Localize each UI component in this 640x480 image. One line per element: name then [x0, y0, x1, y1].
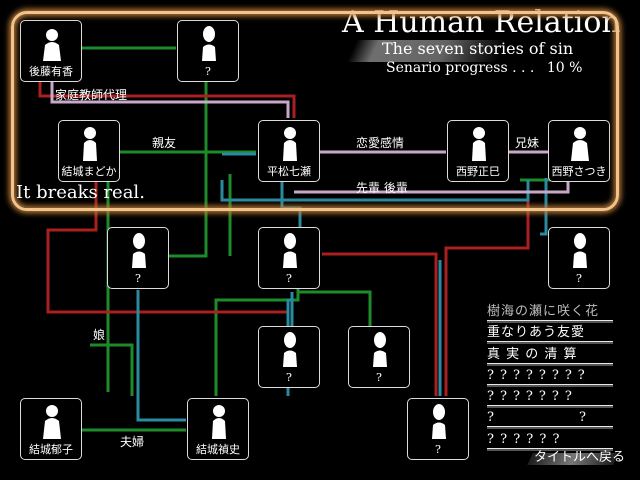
node-label: ?: [376, 371, 382, 384]
node-unknown-b[interactable]: ?: [258, 227, 320, 289]
story-list: 樹海の瀬に咲く花 重なりあう友愛 真 実 の 清 算 ???????? ????…: [487, 304, 613, 453]
story-item-6[interactable]: ? ?: [487, 410, 613, 428]
relation-romance: 恋愛感情: [356, 136, 405, 150]
light-lines: [50, 82, 570, 194]
node-label: ?: [286, 371, 292, 384]
unknown-silhouette-icon: [132, 233, 146, 268]
story-item-2[interactable]: 重なりあう友愛: [487, 325, 613, 343]
story-item-7[interactable]: ? ? ? ? ? ?: [487, 432, 613, 449]
person-silhouette-icon: [83, 127, 97, 161]
node-ikuko[interactable]: 結城郁子: [20, 398, 82, 460]
relation-couple: 夫婦: [120, 435, 145, 449]
node-label: ?: [576, 272, 582, 285]
node-label: 西野さつき: [551, 165, 607, 178]
unknown-silhouette-icon: [202, 26, 216, 61]
node-unknown-a[interactable]: ?: [107, 227, 169, 289]
scenario-progress: Senario progress . . . 10 %: [386, 60, 582, 76]
node-label: 後藤有香: [29, 65, 73, 78]
node-label: 平松七瀬: [267, 165, 311, 178]
node-unknown-e[interactable]: ?: [348, 326, 410, 388]
node-unknown-top[interactable]: ?: [177, 20, 239, 82]
person-silhouette-icon: [472, 127, 486, 161]
progress-label: Senario progress . . .: [386, 60, 535, 76]
person-silhouette-icon: [212, 405, 226, 439]
node-sadafumi[interactable]: 結城禎史: [187, 398, 249, 460]
highlight-frame: [11, 11, 619, 211]
back-label: タイトルへ戻る: [534, 450, 626, 465]
person-silhouette-icon: [571, 127, 589, 161]
relation-senpai: 先輩 後輩: [356, 181, 408, 195]
node-label: 西野正巳: [456, 165, 500, 178]
game-subtitle: The seven stories of sin: [382, 39, 574, 58]
node-arika[interactable]: 後藤有香: [20, 20, 82, 82]
highlight-caption: It breaks real.: [16, 182, 145, 203]
node-unknown-f[interactable]: ?: [407, 398, 469, 460]
node-unknown-c[interactable]: ?: [548, 227, 610, 289]
person-silhouette-icon: [43, 29, 61, 61]
person-silhouette-icon: [43, 405, 61, 439]
unknown-silhouette-icon: [373, 332, 387, 367]
node-label: ?: [286, 272, 292, 285]
node-unknown-d[interactable]: ?: [258, 326, 320, 388]
person-silhouette-icon: [283, 127, 297, 161]
node-label: 結城まどか: [61, 165, 117, 178]
unknown-silhouette-icon: [432, 404, 446, 439]
story-item-5[interactable]: ???????: [487, 389, 613, 407]
node-madoka[interactable]: 結城まどか: [58, 120, 120, 182]
node-label: ?: [435, 443, 441, 456]
node-label: ?: [205, 65, 211, 78]
story-item-1[interactable]: 樹海の瀬に咲く花: [487, 304, 613, 321]
unknown-silhouette-icon: [283, 233, 297, 268]
progress-value: 10 %: [546, 60, 583, 76]
story-item-4[interactable]: ????????: [487, 368, 613, 385]
relation-daughter: 娘: [93, 328, 106, 342]
unknown-silhouette-icon: [283, 332, 297, 367]
relation-best-friend: 親友: [152, 136, 177, 150]
unknown-silhouette-icon: [573, 233, 587, 268]
relation-siblings: 兄妹: [515, 136, 540, 150]
node-label: 結城郁子: [29, 443, 73, 456]
story-item-3[interactable]: 真 実 の 清 算: [487, 347, 613, 364]
node-label: ?: [135, 272, 141, 285]
relation-tutor: 家庭教師代理: [55, 88, 128, 102]
node-nanase[interactable]: 平松七瀬: [258, 120, 320, 182]
node-label: 結城禎史: [196, 443, 240, 456]
node-satsuki[interactable]: 西野さつき: [548, 120, 610, 182]
back-to-title-button[interactable]: タイトルへ戻る: [524, 449, 625, 467]
node-masami[interactable]: 西野正巳: [447, 120, 509, 182]
